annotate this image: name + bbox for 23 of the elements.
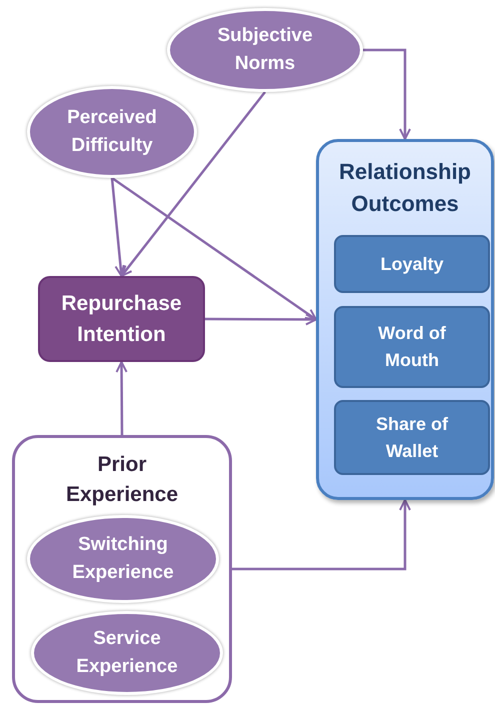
- arrow: [363, 48, 411, 140]
- node-label: Prior Experience: [64, 452, 180, 508]
- node-label: Relationship Outcomes: [338, 158, 472, 218]
- node-label: Perceived Difficulty: [66, 106, 158, 158]
- arrow: [110, 178, 126, 277]
- arrow: [205, 313, 317, 326]
- arrow: [232, 499, 411, 570]
- group-panel: [316, 139, 494, 500]
- node-label: Repurchase Intention: [60, 290, 183, 348]
- node-label: Share of Wallet: [374, 412, 450, 462]
- node-label: Word of Mouth: [377, 322, 447, 372]
- node-label: Service Experience: [75, 626, 179, 679]
- outcome-box: [334, 306, 490, 388]
- node-label: Switching Experience: [71, 532, 175, 585]
- group-panel: [12, 435, 232, 703]
- node-label: Loyalty: [379, 252, 445, 276]
- process-box: [38, 276, 205, 362]
- arrow: [116, 361, 128, 435]
- arrow: [120, 91, 266, 277]
- node-label: Subjective Norms: [216, 24, 314, 76]
- outcome-box: [334, 400, 490, 475]
- outcome-box: [334, 235, 490, 293]
- arrow: [111, 176, 317, 321]
